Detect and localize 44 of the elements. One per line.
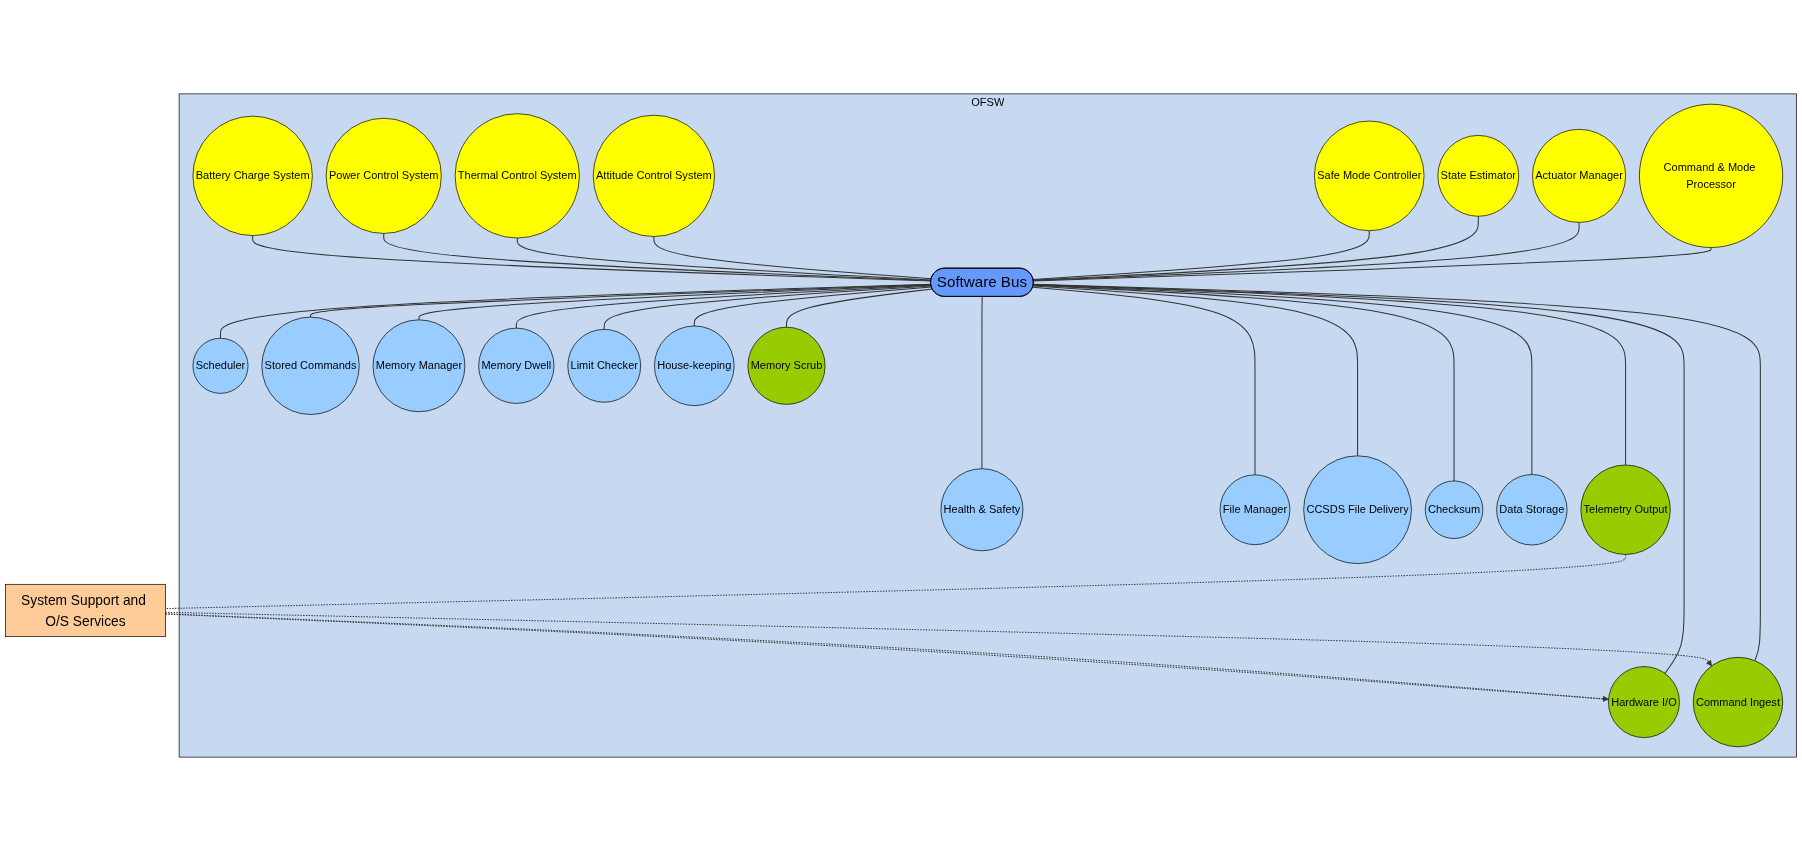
- node-circle: Checksum: [1424, 480, 1484, 539]
- node-circle: File Manager: [1219, 474, 1291, 545]
- connector: [1032, 284, 1455, 482]
- node-circle: Power Control System: [325, 117, 442, 234]
- node-circle: Actuator Manager: [1532, 128, 1626, 223]
- node-circle: Hardware I/O: [1608, 666, 1680, 738]
- node-circle: Memory Dwell: [478, 327, 555, 404]
- connector: [981, 296, 983, 470]
- connector: [785, 288, 933, 328]
- connector: [1032, 215, 1479, 281]
- node-circle: Memory Manager: [372, 319, 466, 413]
- connector: [219, 283, 932, 339]
- node-box: System Support and O/S Services: [5, 583, 166, 637]
- node-circle: State Estimator: [1437, 135, 1520, 217]
- node-circle: Thermal Control System: [454, 113, 580, 239]
- connector: [603, 285, 932, 330]
- connector: [1032, 284, 1533, 476]
- node-circle: Command Ingest: [1692, 657, 1784, 748]
- node-circle: Command & Mode Processor: [1639, 103, 1784, 248]
- connector: [252, 235, 932, 282]
- connector: [1032, 221, 1580, 282]
- connector: [693, 286, 933, 327]
- node-circle: Telemetry Output: [1580, 464, 1671, 555]
- node-circle: CCSDS File Delivery: [1303, 455, 1412, 564]
- node-circle: Battery Charge System: [192, 115, 313, 236]
- node-circle: Health & Safety: [940, 468, 1024, 552]
- node-circle: Safe Mode Controller: [1314, 120, 1425, 232]
- node-circle: Attitude Control System: [592, 114, 715, 237]
- connector: [1032, 285, 1359, 457]
- connector: [653, 236, 932, 280]
- node-circle: Limit Checker: [567, 329, 642, 403]
- connector: [418, 284, 932, 321]
- node-circle: House-keeping: [654, 325, 735, 406]
- node-circle: Data Storage: [1496, 474, 1568, 546]
- connector: [1032, 284, 1627, 466]
- node-circle: Memory Scrub: [747, 326, 826, 405]
- node-circle: Scheduler: [192, 337, 249, 394]
- connector: [515, 284, 932, 329]
- connector: [1033, 247, 1712, 282]
- connector: [1032, 230, 1370, 280]
- connector: [383, 232, 932, 282]
- node-circle: Stored Commands: [261, 316, 360, 415]
- connector: [1032, 286, 1256, 476]
- connector: [516, 237, 932, 281]
